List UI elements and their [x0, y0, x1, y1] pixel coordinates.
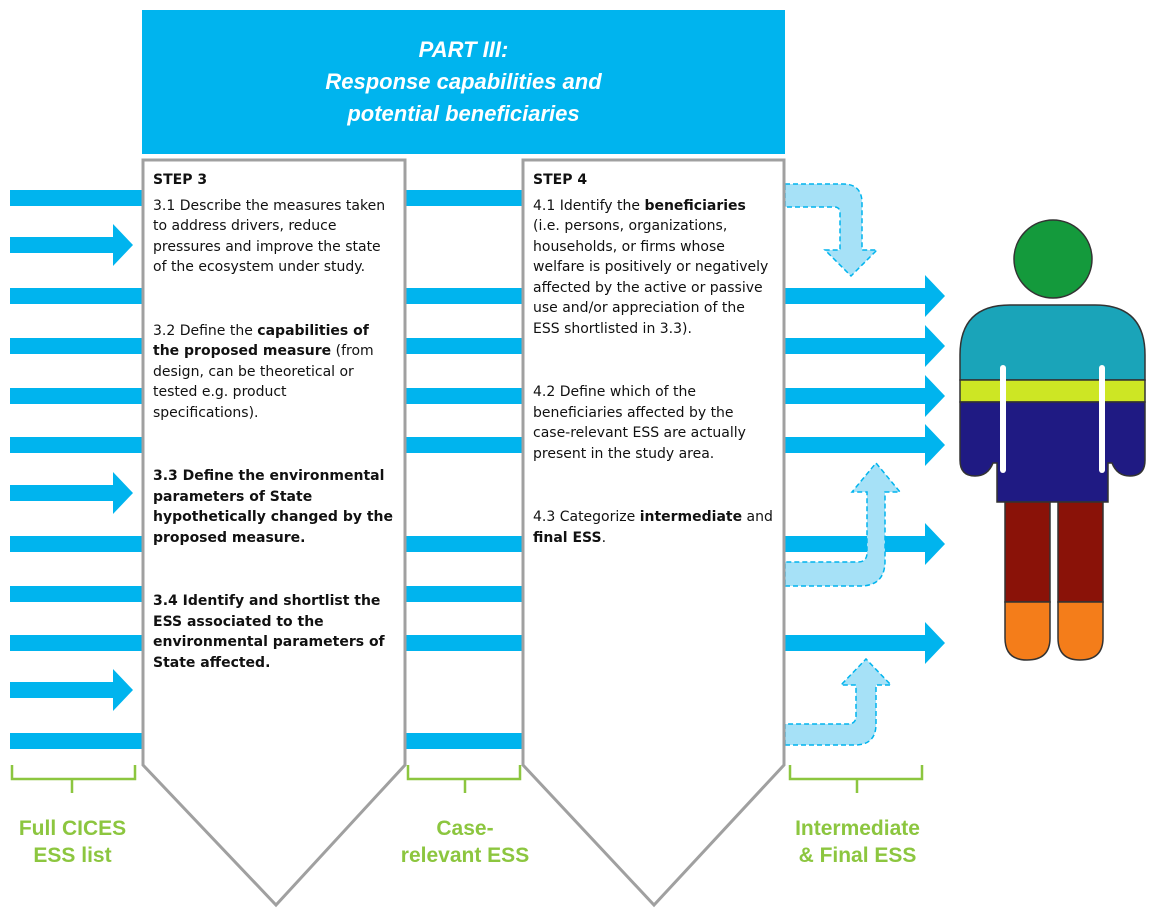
step3-content: STEP 3 3.1 Describe the measures taken t…: [153, 170, 393, 698]
case-relevant-bar: [405, 388, 523, 404]
step3-item-1: 3.1 Describe the measures taken to addre…: [153, 197, 386, 276]
person-arms-torso: [959, 401, 1146, 503]
full-ess-bar: [10, 536, 143, 552]
full-ess-bar: [10, 733, 143, 749]
step4-item-3-mid: and: [742, 509, 773, 525]
step4-item-3: 4.3 Categorize intermediate and final ES…: [533, 507, 773, 548]
full-ess-bar: [10, 190, 143, 206]
step4-content: STEP 4 4.1 Identify the beneficiaries (i…: [533, 170, 773, 573]
step3-item-3: 3.3 Define the environmental parameters …: [153, 468, 393, 546]
final-ess-arrow: [785, 622, 945, 664]
final-ess-arrow: [785, 424, 945, 466]
header-line-2: Response capabilities and: [325, 69, 602, 94]
case-relevant-bar: [405, 635, 523, 651]
curved-arrow-up-1: [784, 461, 902, 587]
label-case-relevant: Case- relevant ESS: [395, 815, 535, 869]
full-ess-bar: [10, 388, 143, 404]
case-relevant-arrows: [405, 190, 523, 749]
header-line-1: PART III:: [418, 37, 509, 62]
case-relevant-bar: [405, 288, 523, 304]
label-intermediate-final: Intermediate & Final ESS: [770, 815, 945, 869]
case-relevant-bar: [405, 586, 523, 602]
case-relevant-bar: [405, 190, 523, 206]
step4-item-3-post: .: [601, 529, 607, 546]
full-ess-arrow: [10, 669, 133, 711]
full-ess-arrow: [10, 472, 133, 514]
label-final-line-1: Intermediate: [795, 817, 920, 840]
step3-item-2-bold: capabilities of the proposed measure: [153, 322, 369, 360]
step4-item-1-bold: beneficiaries: [644, 197, 746, 214]
final-ess-arrow: [785, 325, 945, 367]
label-case-line-2: relevant ESS: [400, 844, 530, 867]
step3-box: [141, 158, 407, 908]
person-head: [1013, 219, 1093, 299]
step4-item-3-bold-2: final ESS: [533, 529, 602, 546]
full-ess-bar: [10, 437, 143, 453]
curved-arrow-down: [784, 183, 879, 278]
person-right-leg: [1057, 501, 1104, 603]
full-ess-arrow: [10, 224, 133, 266]
part-header: PART III: Response capabilities and pote…: [142, 10, 785, 154]
label-full-line-2: ESS list: [33, 844, 112, 867]
header-line-3: potential beneficiaries: [347, 101, 580, 126]
person-shoulders: [959, 304, 1146, 381]
step4-item-3-bold-1: intermediate: [639, 509, 743, 525]
final-ess-arrow: [785, 375, 945, 417]
case-relevant-bar: [405, 733, 523, 749]
full-ess-bar: [10, 338, 143, 354]
full-ess-arrows: [10, 190, 143, 749]
final-ess-arrows: [785, 275, 945, 664]
person-left-foot: [1004, 601, 1051, 661]
curved-arrow-up-2: [784, 657, 893, 746]
beneficiary-person-icon: [959, 219, 1146, 661]
step3-item-2: 3.2 Define the capabilities of the propo…: [153, 321, 393, 424]
label-case-line-1: Case-: [436, 817, 494, 840]
step4-item-2: 4.2 Define which of the beneficiaries af…: [533, 384, 746, 462]
person-left-leg: [1004, 501, 1051, 603]
bracket-final: [788, 765, 924, 793]
step3-title: STEP 3: [153, 172, 208, 188]
full-ess-bar: [10, 586, 143, 602]
step4-box: [521, 158, 786, 908]
full-ess-bar: [10, 635, 143, 651]
label-full-cices: Full CICES ESS list: [0, 815, 145, 869]
step4-title: STEP 4: [533, 172, 588, 188]
case-relevant-bar: [405, 437, 523, 453]
brackets: [10, 765, 924, 793]
case-relevant-bar: [405, 536, 523, 552]
person-right-foot: [1057, 601, 1104, 661]
final-ess-arrow: [785, 275, 945, 317]
person-belt: [959, 379, 1146, 403]
case-relevant-bar: [405, 338, 523, 354]
step4-item-3-pre: 4.3 Categorize: [533, 509, 640, 525]
step3-item-4: 3.4 Identify and shortlist the ESS assoc…: [153, 593, 385, 671]
label-final-line-2: & Final ESS: [798, 844, 917, 867]
step4-item-1-post: (i.e. persons, organizations, households…: [533, 218, 769, 337]
step3-item-2-post: (from design, can be theoretical or test…: [153, 343, 374, 421]
final-ess-arrow: [785, 523, 945, 565]
step3-item-2-pre: 3.2 Define the: [153, 322, 258, 339]
step4-item-1-pre: 4.1 Identify the: [533, 197, 645, 214]
intermediate-curved-arrows: [784, 183, 902, 746]
full-ess-bar: [10, 288, 143, 304]
label-full-line-1: Full CICES: [18, 817, 127, 840]
bracket-full-list: [10, 765, 137, 793]
bracket-case-relevant: [406, 765, 522, 793]
step4-item-1: 4.1 Identify the beneficiaries (i.e. per…: [533, 196, 773, 340]
